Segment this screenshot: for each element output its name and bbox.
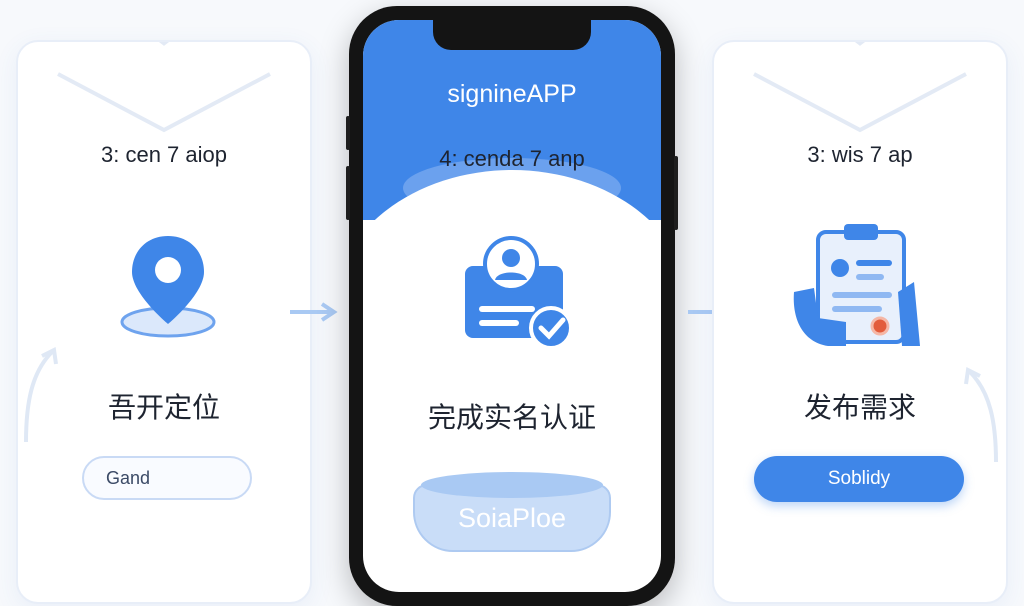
location-pin-icon xyxy=(118,228,218,349)
step-card-location: 3: cen 7 aiop 吾开定位 Gand xyxy=(16,40,312,604)
chevron-down-icon xyxy=(57,42,271,133)
step-title: 3: wis 7 ap xyxy=(807,142,913,167)
phone-notch xyxy=(433,20,591,50)
clipboard-hand-icon xyxy=(788,222,928,357)
soblidy-button[interactable]: Soblidy xyxy=(754,456,964,502)
onboarding-steps: 3: cen 7 aiop 吾开定位 Gand signineAP xyxy=(16,6,1008,606)
phone-screen: signineAPP 4: cenda 7 anp 完成实名认证 SoiaPlo… xyxy=(363,20,661,592)
volume-down-button xyxy=(346,166,350,220)
cycle-arrow-icon xyxy=(24,346,58,443)
phone-mockup: signineAPP 4: cenda 7 anp 完成实名认证 SoiaPlo… xyxy=(346,6,678,606)
soiaploe-button[interactable]: SoiaPloe xyxy=(407,472,617,568)
step-title: 4: cenda 7 anp xyxy=(439,146,585,171)
id-card-verified-icon xyxy=(459,230,579,355)
step-label: 发布需求 xyxy=(803,392,916,423)
power-button xyxy=(674,156,678,230)
cycle-arrow-icon xyxy=(964,366,998,463)
step-card-publish: 3: wis 7 ap 发布需求 Soblidy xyxy=(712,40,1008,604)
app-title: signineAPP xyxy=(447,80,577,108)
arrow-right-icon xyxy=(290,302,338,322)
step-label: 完成实名认证 xyxy=(427,402,596,433)
volume-up-button xyxy=(346,116,350,150)
chevron-down-icon xyxy=(753,42,967,133)
step-title: 3: cen 7 aiop xyxy=(101,142,227,167)
step-label: 吾开定位 xyxy=(107,392,220,423)
gand-button[interactable]: Gand xyxy=(82,456,252,500)
